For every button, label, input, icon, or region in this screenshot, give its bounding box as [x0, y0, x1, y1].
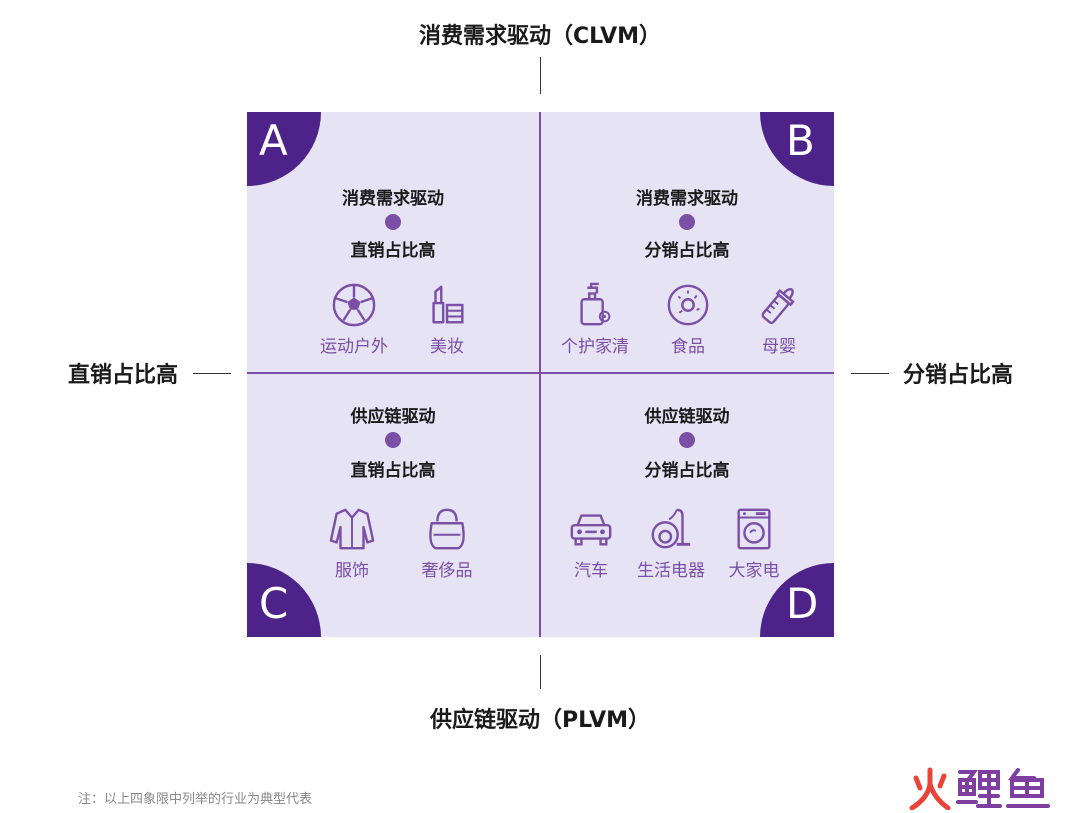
left-axis-line — [193, 373, 231, 374]
quadrant-c-driver: 供应链驱动 — [350, 407, 436, 427]
horizontal-divider — [247, 372, 834, 374]
top-axis-line — [540, 57, 541, 94]
industry-label: 母婴 — [762, 337, 796, 357]
bottom-axis-title: 供应链驱动（PLVM） — [429, 708, 651, 733]
quadrant-a-letter: A — [259, 116, 288, 165]
industry-small-appliances: 生活电器 — [621, 506, 721, 581]
car-icon — [570, 514, 612, 546]
industry-label: 运动户外 — [320, 337, 388, 357]
industry-major-appliances: 大家电 — [704, 506, 804, 581]
industry-mother-baby: 母婴 — [729, 282, 829, 357]
lipstick-icon — [432, 285, 464, 324]
industry-food: 食品 — [638, 282, 738, 357]
quadrant-d-channel: 分销占比高 — [644, 461, 730, 481]
industry-label: 汽车 — [574, 561, 608, 581]
quadrant-d-driver: 供应链驱动 — [644, 407, 730, 427]
industry-label: 大家电 — [728, 561, 780, 581]
quadrant-d: 供应链驱动 分销占比高 汽车 生活电器 — [541, 374, 833, 634]
handbag-icon — [429, 508, 465, 550]
quadrant-b-channel: 分销占比高 — [644, 241, 730, 261]
right-axis-label: 分销占比高 — [903, 363, 1014, 388]
donut-icon — [667, 284, 709, 326]
vertical-divider — [539, 112, 541, 637]
quadrant-a: 消费需求驱动 直销占比高 运动户外 美妆 — [247, 112, 539, 372]
industry-sports-outdoor: 运动户外 — [304, 282, 404, 357]
industry-label: 美妆 — [430, 337, 464, 357]
quadrant-c-letter: C — [259, 579, 289, 628]
industry-automotive: 汽车 — [541, 506, 641, 581]
jacket-icon — [329, 508, 375, 550]
quadrant-d-letter: D — [786, 579, 819, 628]
footnote: 注：以上四象限中列举的行业为典型代表 — [78, 792, 313, 807]
quadrant-c: 供应链驱动 直销占比高 服饰 奢侈品 — [247, 374, 539, 634]
soccer-ball-icon — [332, 283, 376, 327]
baby-bottle-icon — [761, 287, 795, 325]
top-axis-title: 消费需求驱动（CLVM） — [418, 24, 662, 49]
quadrant-grid: 消费需求驱动 直销占比高 运动户外 美妆 消费需求驱动 分销占比高 — [247, 112, 834, 637]
left-axis-label: 直销占比高 — [68, 363, 179, 388]
industry-luxury: 奢侈品 — [397, 506, 497, 581]
industry-label: 食品 — [671, 337, 705, 357]
washing-machine-icon — [737, 508, 771, 550]
industry-apparel: 服饰 — [302, 506, 402, 581]
bottom-axis-line — [540, 655, 541, 689]
industry-label: 个护家清 — [561, 337, 629, 357]
quadrant-b-driver: 消费需求驱动 — [636, 189, 738, 209]
quadrant-b: 消费需求驱动 分销占比高 个护家清 食品 — [541, 112, 833, 372]
industry-cosmetics: 美妆 — [397, 282, 497, 357]
quadrant-b-dot — [679, 214, 695, 230]
quadrant-a-channel: 直销占比高 — [350, 241, 436, 261]
huoliyu-logo — [909, 767, 1050, 810]
right-axis-line — [851, 373, 889, 374]
quadrant-b-letter: B — [786, 116, 815, 165]
quadrant-c-dot — [385, 432, 401, 448]
pump-bottle-icon — [580, 282, 611, 326]
industry-label: 服饰 — [335, 561, 369, 581]
quadrant-d-dot — [679, 432, 695, 448]
quadrant-c-channel: 直销占比高 — [350, 461, 436, 481]
quadrant-a-driver: 消费需求驱动 — [342, 189, 444, 209]
industry-label: 生活电器 — [637, 561, 705, 581]
quadrant-a-dot — [385, 214, 401, 230]
industry-personal-care: 个护家清 — [545, 282, 645, 357]
industry-label: 奢侈品 — [421, 561, 473, 581]
vacuum-cleaner-icon — [651, 508, 691, 549]
